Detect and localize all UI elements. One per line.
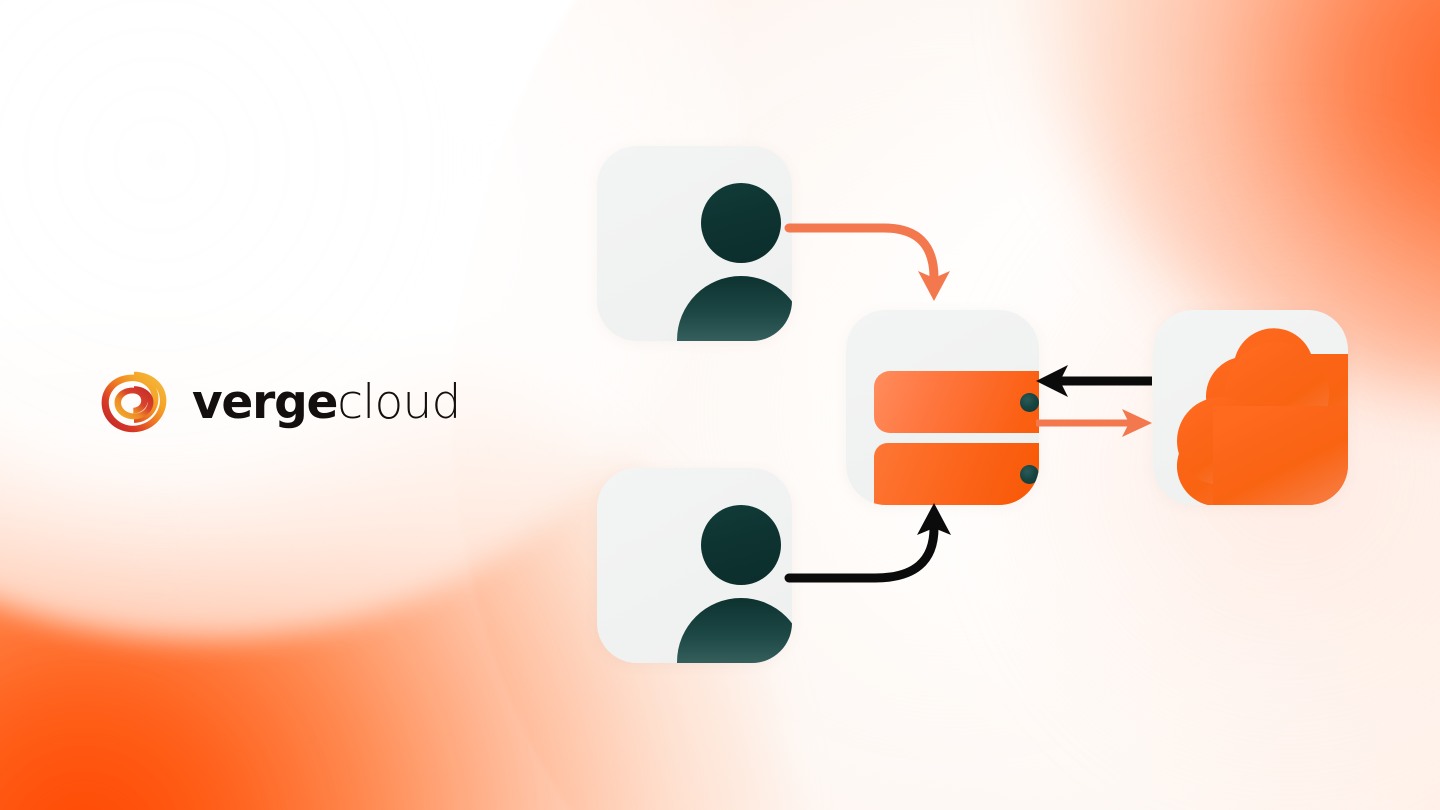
user-top-clip bbox=[597, 146, 792, 341]
user-bottom-clip bbox=[597, 468, 792, 663]
node-cloud[interactable] bbox=[1153, 310, 1348, 505]
node-user-bottom[interactable] bbox=[597, 468, 792, 663]
brand-wordmark: vergecloud bbox=[192, 379, 461, 426]
node-user-top[interactable] bbox=[597, 146, 792, 341]
user-avatar-icon-body bbox=[677, 598, 792, 663]
user-avatar-icon-body bbox=[677, 276, 792, 341]
server-clip bbox=[846, 310, 1039, 505]
server-stack-icon-bar-top bbox=[874, 371, 1039, 433]
brand-word-secondary: cloud bbox=[337, 374, 461, 430]
brand-word-primary: verge bbox=[192, 374, 338, 430]
verge-spiral-icon bbox=[101, 371, 167, 433]
user-avatar-icon-head bbox=[701, 183, 781, 263]
server-stack-icon-bar-bottom bbox=[874, 443, 1039, 505]
cloud-icon bbox=[1176, 328, 1348, 505]
node-server[interactable] bbox=[846, 310, 1039, 505]
server-indicator-dot bbox=[1020, 393, 1039, 412]
server-indicator-dot bbox=[1020, 465, 1039, 484]
user-avatar-icon-head bbox=[701, 505, 781, 585]
brand-logo[interactable]: vergecloud bbox=[98, 366, 461, 438]
cloud-clip bbox=[1153, 310, 1348, 505]
